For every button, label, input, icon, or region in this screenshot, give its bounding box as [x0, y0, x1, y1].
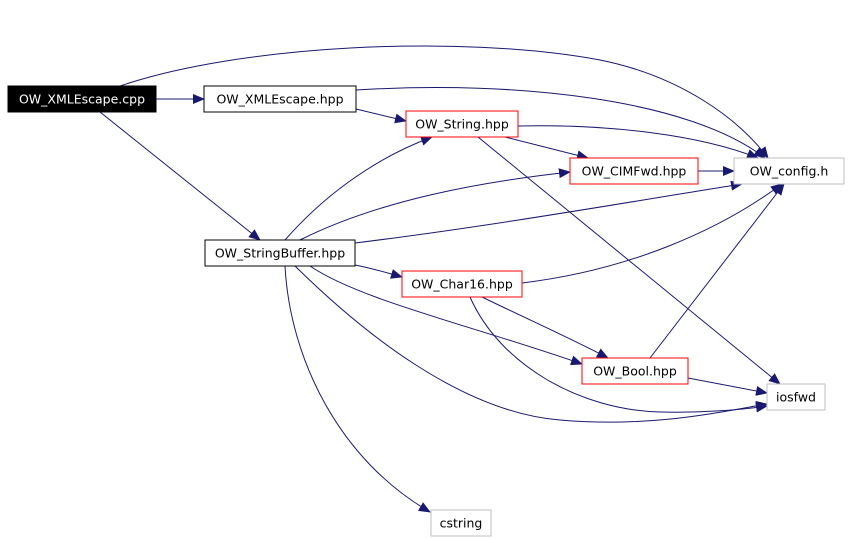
node-box	[204, 239, 356, 267]
edge-stringbuffer_hpp-to-bool_hpp	[309, 265, 583, 366]
edge-stringbuffer_hpp-to-char16_hpp	[354, 264, 403, 279]
node-box	[766, 383, 826, 411]
node-box	[430, 509, 492, 537]
edge-xmlescape_cpp-to-stringbuffer_hpp	[99, 111, 261, 241]
node-label: iosfwd	[776, 390, 816, 405]
edge-stringbuffer_hpp-to-iosfwd	[294, 265, 768, 423]
node-label: OW_Char16.hpp	[411, 277, 513, 292]
edge-xmlescape_cpp-to-config_h	[119, 45, 769, 159]
edge-string_hpp-to-cimfwd_hpp	[504, 136, 589, 161]
node-box	[401, 270, 523, 298]
node-label: OW_Bool.hpp	[593, 364, 677, 379]
edge-stringbuffer_hpp-to-string_hpp	[284, 136, 433, 241]
node-stringbuffer_hpp[interactable]: OW_StringBuffer.hpp	[204, 239, 356, 267]
node-bool_hpp[interactable]: OW_Bool.hpp	[581, 357, 689, 385]
node-label: cstring	[440, 516, 483, 531]
node-iosfwd[interactable]: iosfwd	[766, 383, 826, 411]
edge-char16_hpp-to-bool_hpp	[481, 296, 609, 359]
edge-bool_hpp-to-config_h	[649, 183, 785, 359]
edge-string_hpp-to-config_h	[517, 125, 759, 159]
nodes-layer: OW_XMLEscape.cpp OW_XMLEscape.hppOW_Strin…	[7, 85, 845, 537]
node-box	[569, 157, 699, 185]
edge-char16_hpp-to-iosfwd	[469, 296, 768, 413]
node-box	[405, 110, 519, 138]
node-char16_hpp[interactable]: OW_Char16.hpp	[401, 270, 523, 298]
node-config_h[interactable]: OW_config.h	[733, 157, 845, 185]
edges-layer	[99, 45, 785, 513]
node-xmlescape_cpp[interactable]: OW_XMLEscape.cpp	[7, 85, 157, 113]
edge-xmlescape_hpp-to-config_h	[355, 87, 766, 159]
edge-stringbuffer_hpp-to-cimfwd_hpp	[299, 168, 571, 241]
node-label: OW_XMLEscape.cpp	[19, 92, 145, 107]
node-string_hpp[interactable]: OW_String.hpp	[405, 110, 519, 138]
node-label: OW_String.hpp	[415, 117, 509, 132]
node-cimfwd_hpp[interactable]: OW_CIMFwd.hpp	[569, 157, 699, 185]
node-box	[581, 357, 689, 385]
node-label: OW_StringBuffer.hpp	[215, 246, 345, 261]
edge-stringbuffer_hpp-to-cstring	[284, 265, 431, 513]
edge-bool_hpp-to-iosfwd	[687, 377, 768, 396]
node-box	[203, 85, 357, 113]
node-box	[7, 85, 157, 113]
edge-stringbuffer_hpp-to-config_h	[354, 180, 743, 244]
node-label: OW_XMLEscape.hpp	[216, 92, 343, 107]
edge-char16_hpp-to-config_h	[521, 183, 783, 284]
node-label: OW_config.h	[750, 164, 829, 179]
node-label: OW_CIMFwd.hpp	[582, 164, 687, 179]
node-cstring[interactable]: cstring	[430, 509, 492, 537]
node-box	[733, 157, 845, 185]
node-xmlescape_hpp[interactable]: OW_XMLEscape.hpp	[203, 85, 357, 113]
edge-xmlescape_hpp-to-string_hpp	[355, 108, 407, 124]
